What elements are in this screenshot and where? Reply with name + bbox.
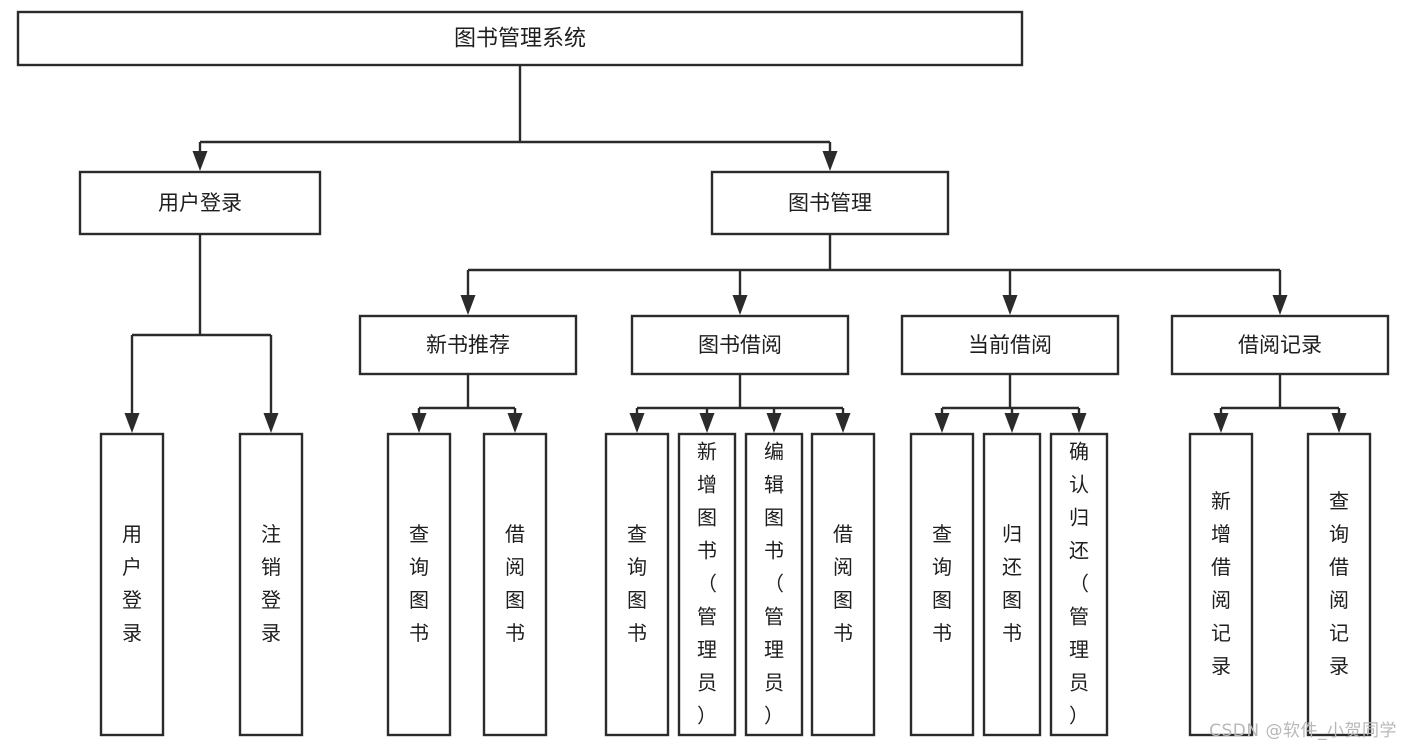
- node-box[interactable]: [1188, 432, 1254, 737]
- node-box[interactable]: [604, 432, 670, 737]
- node-label-vertical: 借阅图书: [833, 522, 853, 645]
- node-box[interactable]: [1170, 314, 1390, 376]
- node-label: 借阅记录: [1238, 333, 1322, 357]
- node-box[interactable]: [482, 432, 548, 737]
- node-l-borrow-book-1[interactable]: 借阅图书: [482, 432, 548, 737]
- node-label: 图书借阅: [698, 333, 782, 357]
- connector-group-n_book_borrow: [629, 374, 851, 433]
- node-label: 新书推荐: [426, 333, 510, 357]
- node-l-confirm-return[interactable]: 确认归还（管理员）: [1049, 432, 1109, 737]
- arrow-head-icon: [835, 413, 851, 433]
- node-n-user-login[interactable]: 用户登录: [78, 170, 322, 236]
- node-box[interactable]: [677, 432, 737, 737]
- watermark-label: CSDN @软件_小贺同学: [1209, 721, 1397, 741]
- connector-group-n_book_manage: [460, 234, 1288, 315]
- node-label-vertical: 确认归还（管理员）: [1069, 439, 1089, 727]
- node-label-vertical: 查询图书: [409, 522, 429, 645]
- node-l-edit-book[interactable]: 编辑图书（管理员）: [744, 432, 804, 737]
- arrow-head-icon: [629, 413, 645, 433]
- node-label: 用户登录: [158, 191, 242, 215]
- arrow-head-icon: [934, 413, 950, 433]
- connector-group-n_new_book_rec: [411, 374, 523, 433]
- node-box[interactable]: [909, 432, 975, 737]
- node-n-borrow-record[interactable]: 借阅记录: [1170, 314, 1390, 376]
- node-root[interactable]: 图书管理系统: [16, 10, 1024, 67]
- node-l-query-book-2[interactable]: 查询图书: [604, 432, 670, 737]
- node-label-vertical: 注销登录: [261, 522, 281, 645]
- connector-group-n_current_borrow: [934, 374, 1087, 433]
- node-label-vertical: 归还图书: [1002, 522, 1022, 645]
- node-label-vertical: 借阅图书: [505, 522, 525, 645]
- arrow-head-icon: [1213, 413, 1229, 433]
- node-box[interactable]: [810, 432, 876, 737]
- node-n-book-borrow[interactable]: 图书借阅: [630, 314, 850, 376]
- arrow-head-icon: [822, 151, 838, 171]
- node-n-current-borrow[interactable]: 当前借阅: [900, 314, 1120, 376]
- node-label-vertical: 查询图书: [932, 522, 952, 645]
- node-l-return-book[interactable]: 归还图书: [982, 432, 1042, 737]
- node-box[interactable]: [358, 314, 578, 376]
- arrow-head-icon: [263, 413, 279, 433]
- nodes-layer: 图书管理系统用户登录图书管理新书推荐图书借阅当前借阅借阅记录用户登录注销登录查询…: [16, 10, 1390, 737]
- node-box[interactable]: [386, 432, 452, 737]
- node-l-query-book-3[interactable]: 查询图书: [909, 432, 975, 737]
- connectors-layer: [124, 65, 1347, 433]
- node-l-user-login[interactable]: 用户登录: [99, 432, 165, 737]
- arrow-head-icon: [411, 413, 427, 433]
- node-label: 图书管理: [788, 191, 872, 215]
- node-box[interactable]: [1306, 432, 1372, 737]
- node-label-vertical: 新增图书（管理员）: [697, 439, 717, 727]
- node-box[interactable]: [744, 432, 804, 737]
- node-box[interactable]: [630, 314, 850, 376]
- arrow-head-icon: [1002, 295, 1018, 315]
- node-label-vertical: 用户登录: [122, 522, 142, 645]
- node-label-vertical: 新增借阅记录: [1211, 489, 1231, 678]
- node-n-new-book-rec[interactable]: 新书推荐: [358, 314, 578, 376]
- node-box[interactable]: [16, 10, 1024, 67]
- node-box[interactable]: [78, 170, 322, 236]
- node-l-add-record[interactable]: 新增借阅记录: [1188, 432, 1254, 737]
- node-label-vertical: 查询图书: [627, 522, 647, 645]
- arrow-head-icon: [192, 151, 208, 171]
- arrow-head-icon: [766, 413, 782, 433]
- node-l-query-book-1[interactable]: 查询图书: [386, 432, 452, 737]
- node-box[interactable]: [900, 314, 1120, 376]
- node-label-vertical: 查询借阅记录: [1329, 489, 1349, 678]
- arrow-head-icon: [1272, 295, 1288, 315]
- node-l-add-book[interactable]: 新增图书（管理员）: [677, 432, 737, 737]
- node-box[interactable]: [710, 170, 950, 236]
- node-label: 图书管理系统: [454, 27, 586, 52]
- node-label-vertical: 编辑图书（管理员）: [764, 439, 784, 727]
- node-l-borrow-book-2[interactable]: 借阅图书: [810, 432, 876, 737]
- node-box[interactable]: [1049, 432, 1109, 737]
- connector-group-n_user_login: [124, 234, 279, 433]
- node-label: 当前借阅: [968, 333, 1052, 357]
- node-box[interactable]: [238, 432, 304, 737]
- node-box[interactable]: [99, 432, 165, 737]
- arrow-head-icon: [1071, 413, 1087, 433]
- arrow-head-icon: [124, 413, 140, 433]
- arrow-head-icon: [732, 295, 748, 315]
- arrow-head-icon: [460, 295, 476, 315]
- arrow-head-icon: [699, 413, 715, 433]
- arrow-head-icon: [507, 413, 523, 433]
- node-n-book-manage[interactable]: 图书管理: [710, 170, 950, 236]
- arrow-head-icon: [1331, 413, 1347, 433]
- connector-group-n_borrow_record: [1213, 374, 1347, 433]
- connector-group-root: [192, 65, 838, 171]
- node-l-logout[interactable]: 注销登录: [238, 432, 304, 737]
- node-l-query-record[interactable]: 查询借阅记录: [1306, 432, 1372, 737]
- arrow-head-icon: [1004, 413, 1020, 433]
- node-box[interactable]: [982, 432, 1042, 737]
